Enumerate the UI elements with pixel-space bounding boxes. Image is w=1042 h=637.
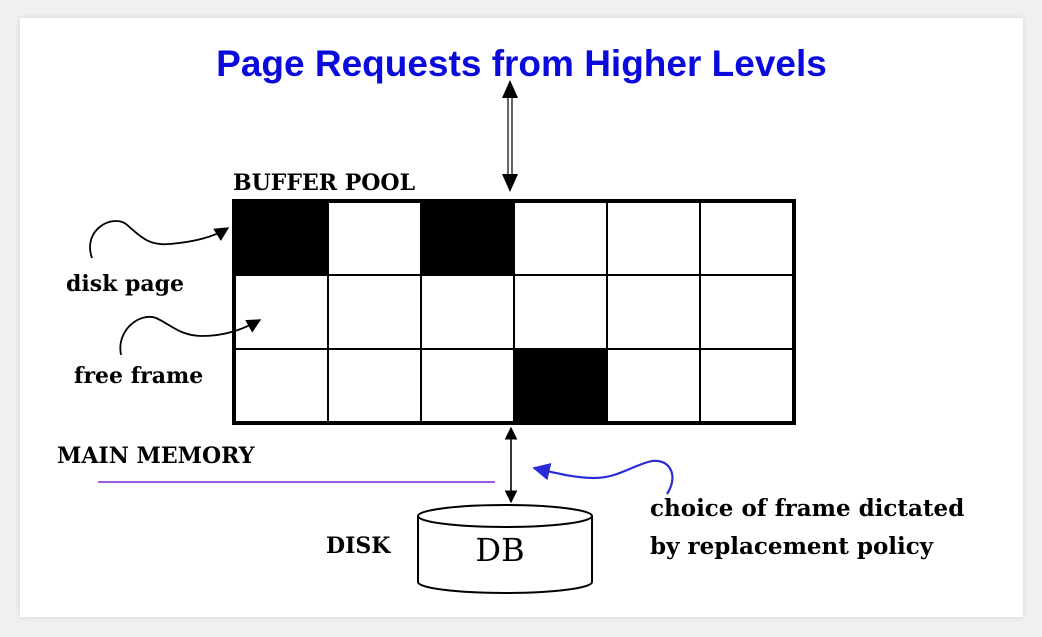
buffer-frame-free xyxy=(514,202,607,276)
buffer-frame-free xyxy=(607,275,700,349)
buffer-frame-free xyxy=(607,202,700,276)
request-arrow xyxy=(502,80,518,192)
buffer-frame-free xyxy=(328,202,421,276)
buffer-frame-free xyxy=(700,348,793,422)
diagram-title: Page Requests from Higher Levels xyxy=(216,43,827,84)
buffer-frame-free xyxy=(700,202,793,276)
main-memory-label: MAIN MEMORY xyxy=(57,443,255,469)
buffer-frame-occupied xyxy=(421,202,514,276)
disk-page-pointer xyxy=(89,220,230,259)
free-frame-pointer xyxy=(119,315,262,356)
buffer-frame-free xyxy=(235,348,328,422)
buffer-frame-free xyxy=(235,275,328,349)
buffer-frame-free xyxy=(328,348,421,422)
buffer-frame-free xyxy=(700,275,793,349)
disk-label: DISK xyxy=(326,533,391,559)
buffer-frame-free xyxy=(607,348,700,422)
replacement-policy-pointer xyxy=(532,459,674,495)
db-label: DB xyxy=(475,531,525,569)
buffer-frame-free xyxy=(421,275,514,349)
buffer-frame-free xyxy=(514,275,607,349)
replacement-policy-line2: by replacement policy xyxy=(650,533,934,560)
replacement-policy-line1: choice of frame dictated xyxy=(650,495,965,522)
buffer-frame-free xyxy=(421,348,514,422)
buffer-frame-occupied xyxy=(235,202,328,276)
buffer-frame-free xyxy=(328,275,421,349)
free-frame-label: free frame xyxy=(74,363,204,389)
database-cylinder xyxy=(417,504,593,594)
slide: Page Requests from Higher Levels BUFFER … xyxy=(20,18,1023,617)
connector-layer xyxy=(89,80,674,594)
buffer-pool-grid xyxy=(232,199,796,425)
disk-page-label: disk page xyxy=(66,271,185,297)
buffer-frame-occupied xyxy=(514,348,607,422)
buffer-pool-label: BUFFER POOL xyxy=(233,170,416,196)
